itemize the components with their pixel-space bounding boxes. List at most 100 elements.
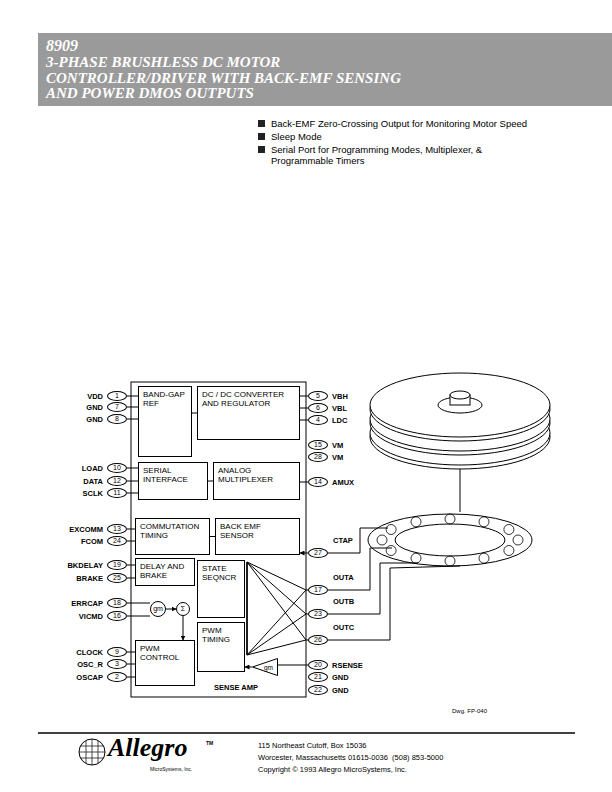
pin-name: OUTB <box>333 597 354 606</box>
pin-number: 24 <box>113 537 121 545</box>
pin-name: BKDELAY <box>67 561 103 570</box>
pin-name: OUTC <box>333 623 354 632</box>
block-label: ANALOG MULTIPLEXER <box>218 466 295 484</box>
pin-number: 8 <box>115 415 119 423</box>
coil-winding <box>504 525 514 535</box>
pin-name: GND <box>86 403 103 412</box>
pin-terminal: 21GND <box>308 672 328 682</box>
pin-number: 13 <box>113 525 121 533</box>
amplifier-symbol: gm <box>150 601 166 617</box>
connector <box>127 541 135 542</box>
connector <box>127 407 138 408</box>
block-label: Σ <box>181 605 185 613</box>
block-label: PWM TIMING <box>202 626 240 644</box>
pin-terminal: 18ERRCAP <box>107 598 127 608</box>
pin-name: SCLK <box>83 489 103 498</box>
pin-terminal: 2OSCAP <box>107 672 127 682</box>
pin-number: 20 <box>314 661 322 669</box>
pin-name: LOAD <box>82 464 103 473</box>
title: 3-PHASE BRUSHLESS DC MOTOR CONTROLLER/DR… <box>46 55 431 102</box>
function-block: BAND-GAP REF <box>138 386 192 457</box>
pin-number: 28 <box>314 453 322 461</box>
connector <box>127 529 135 530</box>
coil-winding <box>445 556 455 566</box>
pin-number: 5 <box>316 392 320 400</box>
pin-number: 15 <box>314 441 322 449</box>
pin-name: OUTA <box>333 573 354 582</box>
function-block: COMMUTATION TIMING <box>135 518 210 555</box>
pin-name: LDC <box>332 416 347 425</box>
feature-bullet: Serial Port for Programming Modes, Multi… <box>271 144 517 166</box>
logo-globe <box>79 739 105 765</box>
pin-name: EXCOMM <box>69 525 103 534</box>
pin-terminal: 8GND <box>107 414 127 424</box>
pin-terminal: 25BRAKE <box>107 573 127 583</box>
coil-winding <box>513 535 523 545</box>
coil-winding <box>377 535 387 545</box>
pin-terminal: 20RSENSE <box>308 660 328 670</box>
bullet-squares <box>258 120 265 153</box>
connector <box>127 677 135 678</box>
block-label: COMMUTATION TIMING <box>140 522 205 540</box>
function-block: STATE SEQNCR <box>197 560 245 618</box>
pin-name: VM <box>332 453 343 462</box>
connector <box>300 553 308 554</box>
pin-number: 25 <box>113 574 121 582</box>
pin-number: 14 <box>314 478 322 486</box>
pin-name: FCOM <box>81 537 103 546</box>
connector <box>300 420 308 421</box>
coil-winding <box>411 553 421 563</box>
chip-outline <box>131 382 306 697</box>
pin-name: GND <box>332 673 349 682</box>
part-number: 8909 <box>46 37 166 55</box>
function-block: ANALOG MULTIPLEXER <box>213 462 300 500</box>
pin-terminal: 24FCOM <box>107 536 127 546</box>
pin-name: RSENSE <box>332 661 363 670</box>
pin-terminal: 26OUTC <box>308 635 328 645</box>
connector <box>127 578 135 579</box>
pin-terminal: 13EXCOMM <box>107 524 127 534</box>
function-block: PWM CONTROL <box>135 640 195 686</box>
connector <box>127 396 138 397</box>
feature-bullet: Back-EMF Zero-Crossing Output for Monito… <box>271 118 591 129</box>
block-label: BAND-GAP REF <box>143 390 187 408</box>
pin-name: VICMD <box>79 612 103 621</box>
pin-name: CLOCK <box>76 648 103 657</box>
pin-name: GND <box>86 415 103 424</box>
pin-number: 2 <box>115 673 119 681</box>
pin-terminal: 16VICMD <box>107 611 127 621</box>
function-block: DELAY AND BRAKE <box>135 558 195 586</box>
pin-name: VBH <box>332 392 348 401</box>
pin-terminal: 10LOAD <box>107 463 127 473</box>
feature-bullet: Sleep Mode <box>271 131 591 142</box>
pin-terminal: 5VBH <box>308 391 328 401</box>
pin-terminal: 7GND <box>107 402 127 412</box>
pin-terminal: 22GND <box>308 685 328 695</box>
connector <box>245 667 252 668</box>
connector <box>300 482 308 483</box>
pin-name: CTAP <box>333 536 353 545</box>
address-line: 115 Northeast Cutoff, Box 15036 <box>258 741 578 750</box>
coil-winding <box>445 514 455 524</box>
pin-number: 18 <box>113 599 121 607</box>
sense-amp-symbol: gm <box>252 658 278 676</box>
pin-number: 11 <box>113 489 120 497</box>
company-tagline: MicroSystems, Inc. <box>150 766 230 772</box>
pin-name: OSC_R <box>77 660 103 669</box>
pin-number: 7 <box>115 403 119 411</box>
pin-number: 10 <box>113 464 121 472</box>
coil-winding <box>479 553 489 563</box>
pin-terminal: 4LDC <box>308 415 328 425</box>
pin-terminal: 9CLOCK <box>107 647 127 657</box>
pin-number: 27 <box>314 549 322 557</box>
block-label: DELAY AND BRAKE <box>140 562 190 580</box>
block-label: SERIAL INTERFACE <box>143 466 203 484</box>
output-drivers <box>247 562 309 655</box>
pin-terminal: 12DATA <box>107 476 127 486</box>
drawing-number: Dwg. FP-040 <box>452 708 532 714</box>
pin-name: VDD <box>87 392 103 401</box>
pin-terminal: 28VM <box>308 452 328 462</box>
connector <box>127 468 138 469</box>
pin-name: OSCAP <box>76 673 103 682</box>
block-caption: SENSE AMP <box>214 683 284 692</box>
